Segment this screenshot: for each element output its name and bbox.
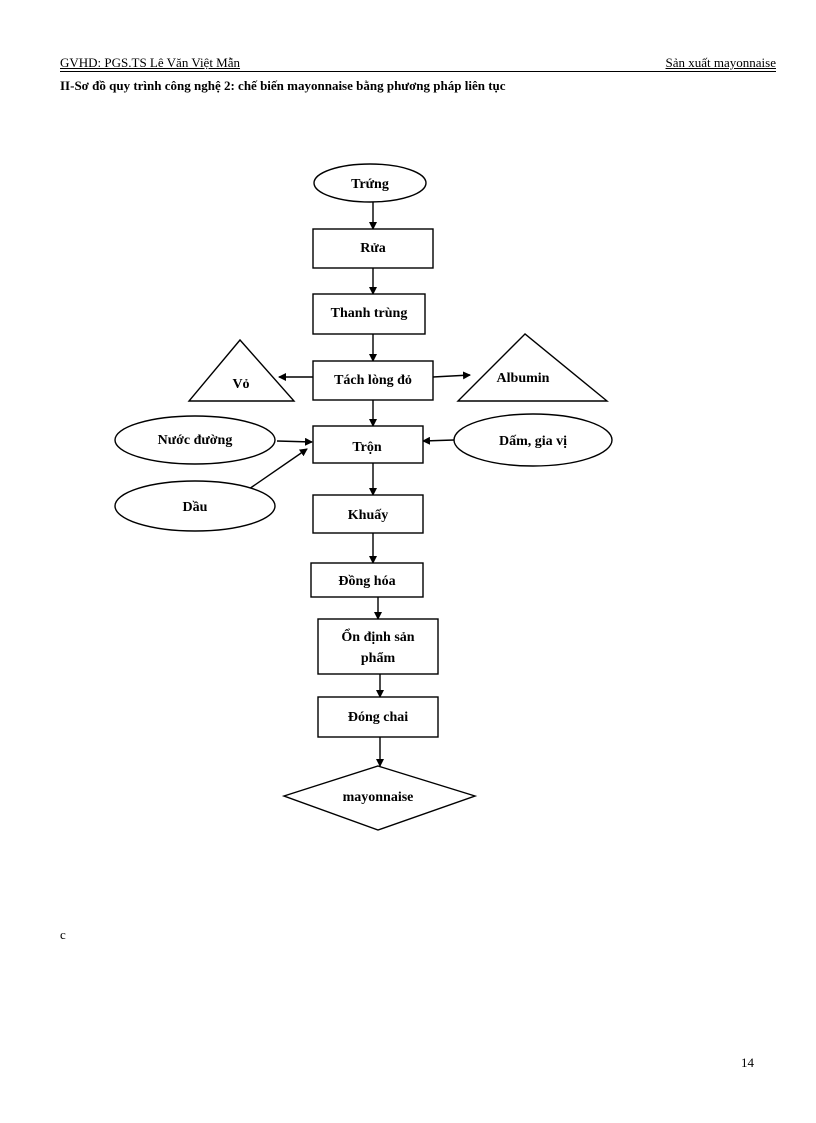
header-right-text: Sản xuất mayonnaise [665,55,776,70]
node-shell-label: Vỏ [232,377,249,392]
node-mix: Trộn [312,425,424,464]
edge-sugarwater-mix [276,437,313,446]
node-product-label: mayonnaise [343,790,414,805]
node-sugar-water: Nước đường [114,415,276,465]
node-shell: Vỏ [187,338,296,402]
node-egg-label: Trứng [351,177,389,192]
node-bottling: Đóng chai [317,696,439,738]
flow-edges [248,201,471,767]
node-wash-label: Rửa [360,241,386,256]
node-product: mayonnaise [281,765,478,831]
node-stir: Khuấy [312,494,424,534]
node-vinegar-spices-label: Dấm, gia vị [499,434,567,449]
section-title: II-Sơ đồ quy trình công nghệ 2: chế biến… [60,78,506,93]
node-homogenize: Đồng hóa [310,562,424,598]
stray-character: c [60,927,66,942]
node-albumin-label: Albumin [497,371,550,386]
node-stabilize-label-line2: phẩm [361,651,396,666]
node-sugar-water-label: Nước đường [158,433,233,448]
header-rule [60,71,776,72]
node-bottling-label: Đóng chai [348,710,408,725]
page-number: 14 [741,1055,754,1070]
node-separate-yolk-label: Tách lòng đỏ [334,373,412,388]
node-stir-label: Khuấy [348,508,388,523]
node-wash: Rửa [312,228,434,269]
node-egg: Trứng [313,163,427,203]
node-homogenize-label: Đồng hóa [338,574,395,589]
edge-vinegar-mix [422,436,455,445]
edge-separate-albumin [432,371,471,380]
node-oil: Dầu [114,480,276,532]
node-oil-label: Dầu [183,500,208,515]
node-stabilize: Ổn định sản phẩm [317,618,439,675]
node-mix-label: Trộn [352,440,382,455]
node-stabilize-label-line1: Ổn định sản [341,627,414,645]
edge-oil-mix [248,448,308,490]
header-left-text: GVHD: PGS.TS Lê Văn Việt Mẫn [60,55,241,70]
node-separate-yolk: Tách lòng đỏ [312,360,434,401]
node-albumin: Albumin [456,333,609,402]
node-pasteurize-label: Thanh trùng [331,306,408,321]
node-vinegar-spices: Dấm, gia vị [453,413,613,467]
node-pasteurize: Thanh trùng [312,293,426,335]
